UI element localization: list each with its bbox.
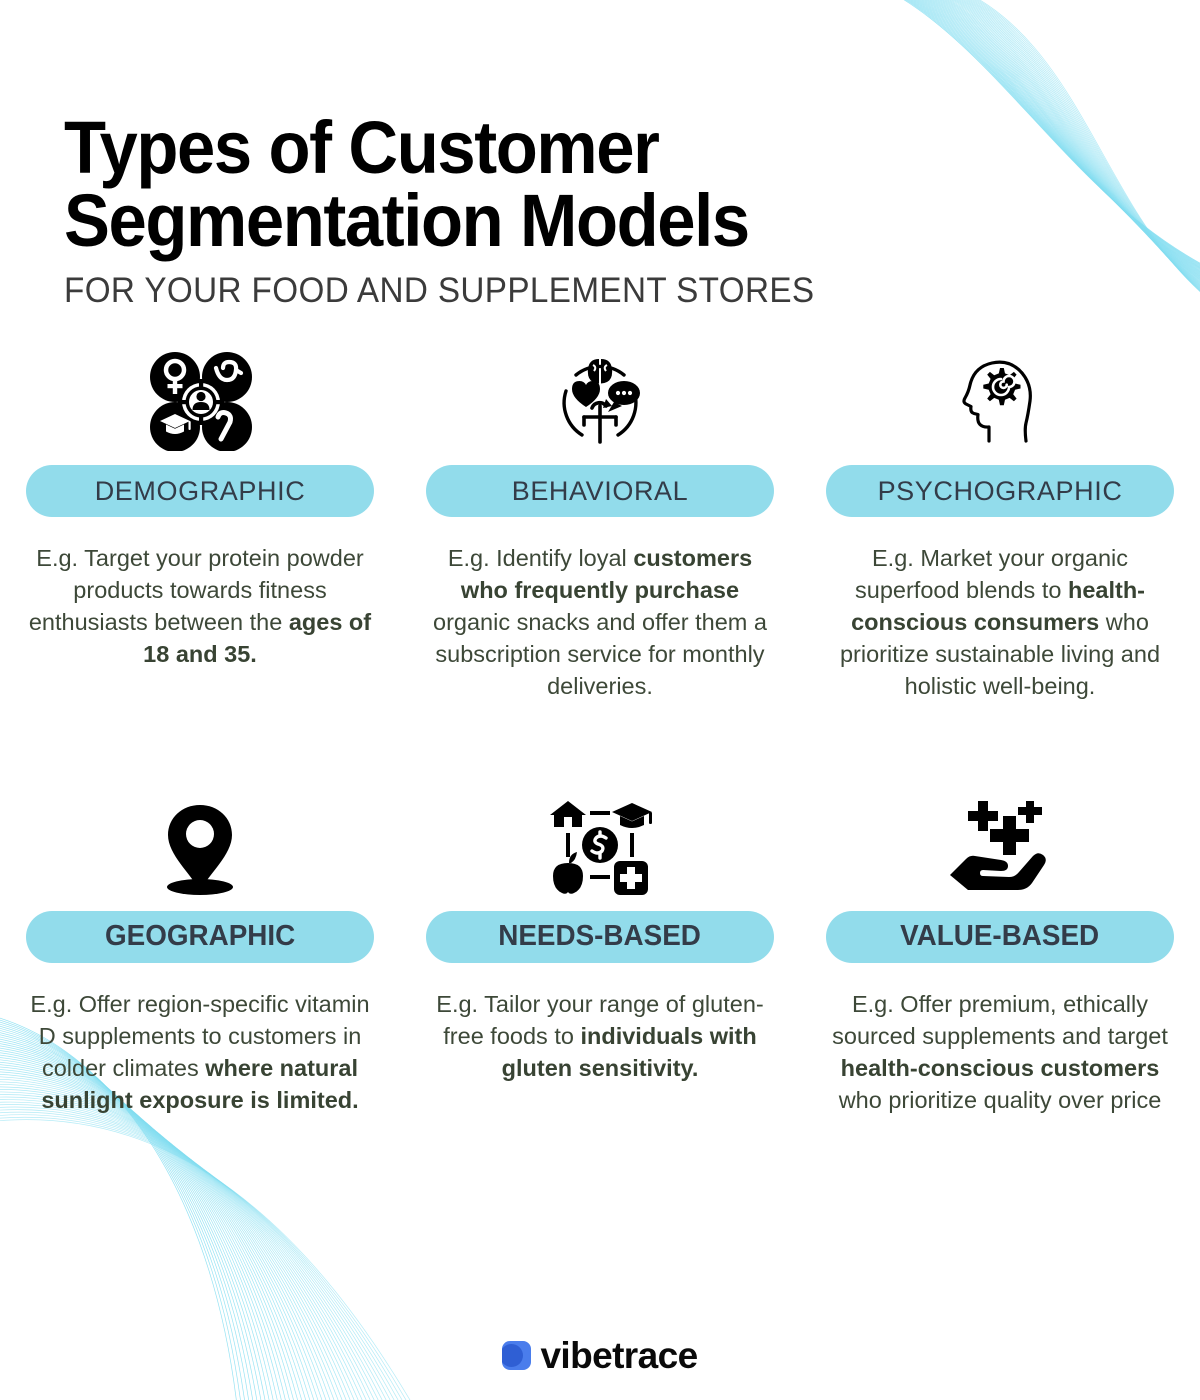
pill-demographic: DEMOGRAPHIC <box>26 465 374 517</box>
vibetrace-logo-icon <box>502 1341 532 1370</box>
page-title: Types of Customer Segmentation Models <box>64 106 750 262</box>
pill-behavioral: BEHAVIORAL <box>426 465 774 517</box>
value-based-hand-icon <box>946 791 1054 903</box>
card-label: VALUE-BASED <box>900 920 1100 953</box>
page-subtitle: FOR YOUR FOOD AND SUPPLEMENT STORES <box>64 271 815 311</box>
card-label: DEMOGRAPHIC <box>94 475 306 506</box>
card-description: E.g. Tailor your range of gluten-free fo… <box>436 990 764 1081</box>
card-row-bottom: GEOGRAPHIC E.g. Offer region-specific vi… <box>0 791 1200 1117</box>
card-demographic: DEMOGRAPHIC E.g. Target your protein pow… <box>0 345 400 703</box>
header: Types of Customer Segmentation Models FO… <box>64 106 884 311</box>
card-label: NEEDS-BASED <box>498 920 702 953</box>
card-value-based: VALUE-BASED E.g. Offer premium, ethicall… <box>800 791 1200 1117</box>
card-label: BEHAVIORAL <box>511 475 689 506</box>
needs-based-network-icon <box>548 791 652 903</box>
card-row-top: DEMOGRAPHIC E.g. Target your protein pow… <box>0 345 1200 703</box>
card-description: E.g. Target your protein powder products… <box>28 545 372 667</box>
card-label: PSYCHOGRAPHIC <box>877 475 1123 506</box>
card-behavioral: BEHAVIORAL E.g. Identify loyal customers… <box>400 345 800 703</box>
decorative-wave-top-right <box>840 0 1200 345</box>
pill-geographic: GEOGRAPHIC <box>26 910 374 963</box>
card-description: E.g. Offer region-specific vitamin D sup… <box>30 990 370 1113</box>
demographic-cluster-icon <box>148 345 252 457</box>
behavioral-circle-icon <box>548 345 652 457</box>
card-label: GEOGRAPHIC <box>104 920 296 953</box>
card-needs-based: NEEDS-BASED E.g. Tailor your range of gl… <box>400 791 800 1117</box>
card-description: E.g. Market your organic superfood blend… <box>839 545 1161 699</box>
card-description: E.g. Offer premium, ethically sourced su… <box>832 990 1168 1113</box>
footer-logo: vibetrace <box>0 1337 1200 1374</box>
pill-needs-based: NEEDS-BASED <box>426 910 774 963</box>
psychographic-head-gear-icon <box>950 345 1050 457</box>
geographic-map-pin-icon <box>152 791 248 903</box>
vibetrace-logo-text: vibetrace <box>540 1335 698 1376</box>
pill-value-based: VALUE-BASED <box>826 910 1174 963</box>
segmentation-card-grid: DEMOGRAPHIC E.g. Target your protein pow… <box>0 345 1200 1117</box>
card-psychographic: PSYCHOGRAPHIC E.g. Market your organic s… <box>800 345 1200 703</box>
pill-psychographic: PSYCHOGRAPHIC <box>826 465 1174 517</box>
card-description: E.g. Identify loyal customers who freque… <box>433 545 767 699</box>
card-geographic: GEOGRAPHIC E.g. Offer region-specific vi… <box>0 791 400 1117</box>
